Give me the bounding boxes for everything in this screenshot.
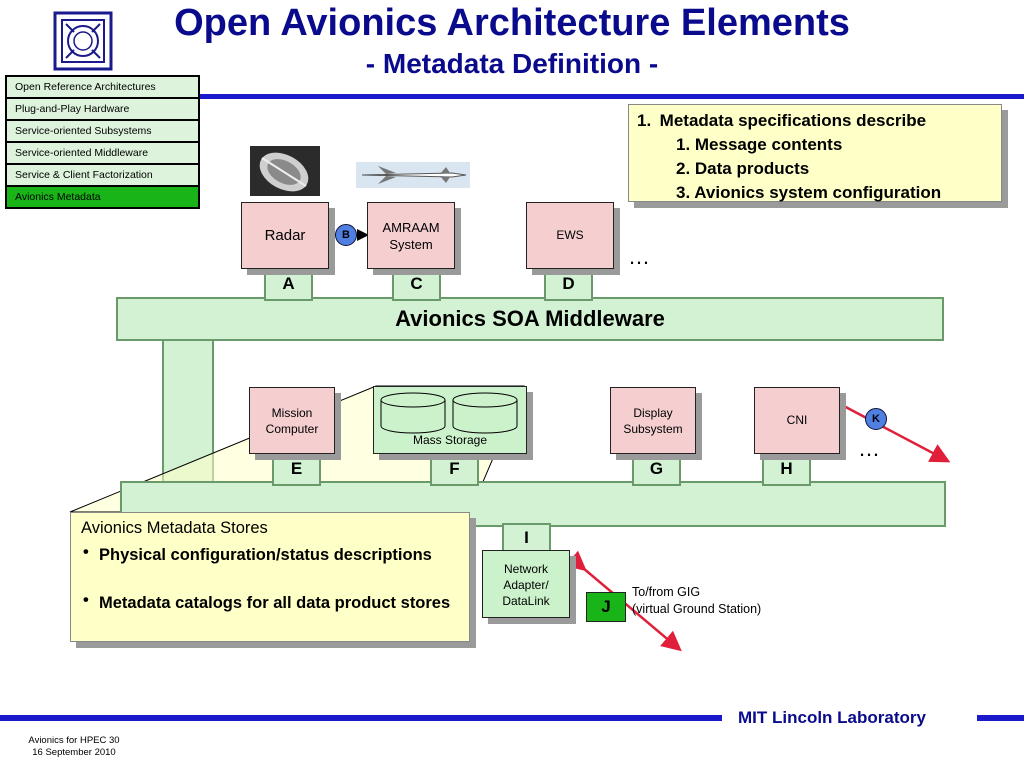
mass-storage-label: Mass Storage [412,433,488,447]
amraam-component[interactable]: AMRAAM System [367,202,455,269]
footer-rule-left [0,715,722,721]
radar-component[interactable]: Radar [241,202,329,269]
connector-j: J [586,592,626,622]
amraam-label: AMRAAM System [382,220,440,252]
connector-b-badge: B [335,224,357,246]
middleware-label: Avionics SOA Middleware [395,306,665,331]
display-subsystem-label: Display Subsystem [623,406,683,436]
network-adapter-component[interactable]: Network Adapter/ DataLink [482,550,570,618]
topic-nav: Open Reference Architectures Plug-and-Pl… [5,75,200,209]
radar-dish-image [250,146,320,196]
connector-k-badge: K [865,408,887,430]
footer-line: Avionics for HPEC 30 [28,735,120,746]
page-subtitle: - Metadata Definition - [365,48,659,79]
connector-i: I [502,523,551,553]
connector-d: D [544,267,593,301]
callout-bullet: Physical configuration/status descriptio… [99,546,432,564]
mass-storage-component[interactable]: Mass Storage [373,386,527,454]
metadata-spec-callout: 1. Metadata specifications describe 1. M… [628,104,1002,202]
callout-heading: Avionics Metadata Stores [81,519,268,537]
footer-org: MIT Lincoln Laboratory [738,708,926,727]
mission-computer-component[interactable]: Mission Computer [249,387,335,454]
nav-item[interactable]: Plug-and-Play Hardware [7,99,198,121]
header-rule [195,94,1024,99]
callout-line: 3. Avionics system configuration [676,183,942,202]
ellipsis-upper: … [628,244,650,269]
callout-bullet: Metadata catalogs for all data product s… [99,594,451,612]
footer-info: Avionics for HPEC 30 16 September 2010 [14,735,134,759]
metadata-stores-callout: Avionics Metadata Stores • Physical conf… [70,512,470,642]
page-title: Open Avionics Architecture Elements [174,2,850,44]
connector-g: G [632,452,681,486]
callout-line: 1. Metadata specifications describe [637,111,927,130]
storage-disk-icon [380,392,518,434]
nav-item[interactable]: Service-oriented Middleware [7,143,198,165]
gig-label: To/from GIG (virtual Ground Station) [632,584,761,618]
callout-line: 2. Data products [676,159,810,178]
cni-component[interactable]: CNI [754,387,840,454]
ews-component[interactable]: EWS [526,202,614,269]
bullet-marker: • [83,591,89,609]
gig-label-line: To/from GIG [632,585,701,599]
connector-c: C [392,267,441,301]
connector-h: H [762,452,811,486]
lincoln-lab-logo-icon [53,11,113,71]
nav-item-active[interactable]: Avionics Metadata [7,187,198,207]
missile-image [356,162,470,188]
nav-item[interactable]: Service-oriented Subsystems [7,121,198,143]
display-subsystem-component[interactable]: Display Subsystem [610,387,696,454]
connector-f: F [430,452,479,486]
middleware-bus: Avionics SOA Middleware [116,297,944,341]
network-adapter-label: Network Adapter/ DataLink [502,562,550,608]
footer-rule-right [977,715,1024,721]
bullet-marker: • [83,543,89,561]
connector-a: A [264,267,313,301]
connector-e: E [272,452,321,486]
nav-item[interactable]: Open Reference Architectures [7,77,198,99]
ellipsis-lower: … [858,436,880,461]
nav-item[interactable]: Service & Client Factorization [7,165,198,187]
gig-label-line: (virtual Ground Station) [632,602,762,616]
mission-computer-label: Mission Computer [265,406,319,436]
footer-line: 16 September 2010 [32,747,116,758]
callout-line: 1. Message contents [676,135,843,154]
